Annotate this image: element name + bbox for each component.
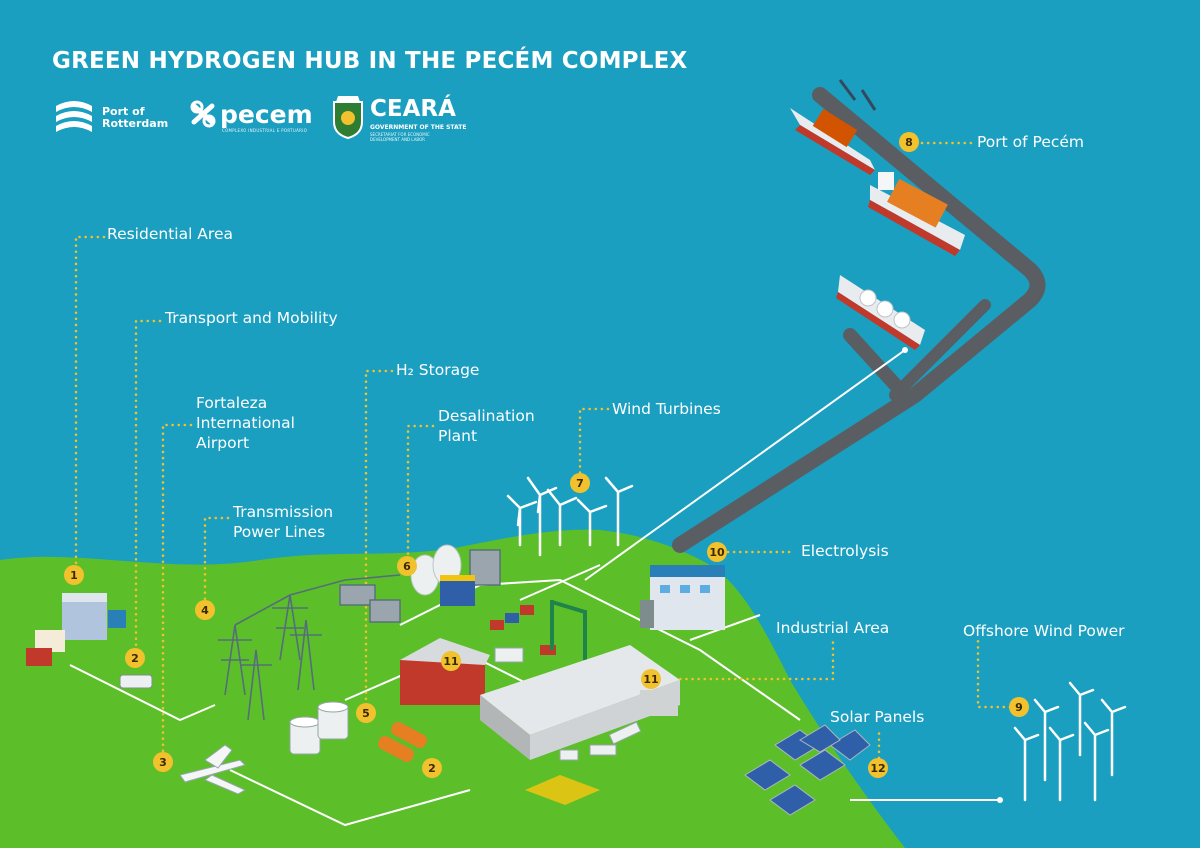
rotterdam-logo-text: Port of Rotterdam (102, 106, 168, 130)
ceara-logo-name: CEARÁ (370, 96, 456, 122)
label-electrolysis: Electrolysis (801, 542, 889, 560)
rotterdam-wave-icon (56, 101, 92, 132)
badge-10: 10 (707, 542, 727, 562)
pier (672, 87, 1046, 553)
ceara-sub2-line-1: SECRETARIAT FOR ECONOMIC (370, 132, 430, 137)
ceara-coat-of-arms-icon (333, 96, 363, 140)
leader-lines (74, 141, 1012, 760)
airport-line-2: International (196, 414, 295, 432)
label-offshore-wind: Offshore Wind Power (963, 622, 1125, 640)
transmission-line-2: Power Lines (233, 523, 326, 541)
pecem-logo: pecem COMPLEXO INDUSTRIAL E PORTUÁRIO (188, 98, 318, 138)
badge-2-transport: 2 (125, 648, 145, 668)
ceara-sub2-line-2: DEVELOPMENT AND LABOR (370, 137, 425, 142)
solar-panels (744, 724, 871, 816)
residential-buildings (26, 593, 126, 666)
label-desalination-plant: Desalination Plant (438, 406, 535, 446)
badge-2-trucks: 2 (422, 758, 442, 778)
delivery-trucks (559, 721, 642, 761)
badge-4: 4 (195, 600, 215, 620)
label-wind-turbines: Wind Turbines (612, 400, 721, 418)
ceara-logo-sub: GOVERNMENT OF THE STATE (370, 124, 467, 131)
badge-5: 5 (356, 703, 376, 723)
hydrogen-pipeline (584, 349, 906, 581)
pecem-logo-tagline: COMPLEXO INDUSTRIAL E PORTUÁRIO (222, 128, 308, 133)
label-solar-panels: Solar Panels (830, 708, 925, 726)
offshore-wind-turbines (1013, 681, 1127, 802)
label-industrial-area: Industrial Area (776, 619, 890, 637)
lng-tanker (836, 275, 925, 350)
label-port-of-pecem: Port of Pecém (977, 133, 1085, 151)
badge-12: 12 (868, 758, 888, 778)
airport-line-1: Fortaleza (196, 394, 268, 412)
pecem-knot-icon (190, 100, 216, 128)
transmission-line-1: Transmission (233, 503, 334, 521)
badge-6: 6 (397, 556, 417, 576)
loading-zone (525, 775, 600, 805)
h2-storage-tanks (289, 701, 349, 755)
label-fortaleza-airport: Fortaleza International Airport (196, 393, 295, 453)
electrolysis-building (640, 565, 725, 630)
rotterdam-line-2: Rotterdam (102, 117, 169, 130)
container-ship-2 (868, 172, 965, 256)
badge-7: 7 (570, 473, 590, 493)
badge-1: 1 (64, 565, 84, 585)
airplane (179, 744, 247, 795)
desal-line-2: Plant (438, 427, 478, 445)
port-of-rotterdam-logo: Port of Rotterdam (52, 96, 177, 140)
ceara-logo: CEARÁ GOVERNMENT OF THE STATE SECRETARIA… (330, 94, 480, 144)
rotterdam-line-1: Port of (102, 105, 145, 118)
badge-11-factory: 11 (441, 651, 461, 671)
bus (119, 674, 153, 689)
warehouse (480, 645, 680, 760)
badge-8: 8 (899, 132, 919, 152)
tanker-trucks (378, 722, 427, 762)
pecem-logo-name: pecem (220, 100, 313, 129)
pipeline-node (902, 347, 908, 353)
badge-11-industrial: 11 (641, 669, 661, 689)
label-transport-mobility: Transport and Mobility (165, 309, 338, 327)
container-yard (490, 600, 587, 663)
airport-line-3: Airport (196, 434, 250, 452)
onshore-wind-turbines (506, 476, 634, 557)
ceara-logo-sub2: SECRETARIAT FOR ECONOMIC DEVELOPMENT AND… (370, 132, 430, 142)
container-ship-1 (790, 79, 877, 175)
label-transmission-lines: Transmission Power Lines (233, 502, 333, 542)
transmission-towers (218, 574, 401, 721)
page-title: GREEN HYDROGEN HUB IN THE PECÉM COMPLEX (52, 48, 688, 74)
offshore-node (997, 797, 1003, 803)
badge-9: 9 (1009, 697, 1029, 717)
badge-3: 3 (153, 752, 173, 772)
desal-line-1: Desalination (438, 407, 535, 425)
label-h2-storage: H₂ Storage (396, 361, 480, 379)
label-residential-area: Residential Area (107, 225, 233, 243)
desalination-plant (410, 544, 475, 606)
